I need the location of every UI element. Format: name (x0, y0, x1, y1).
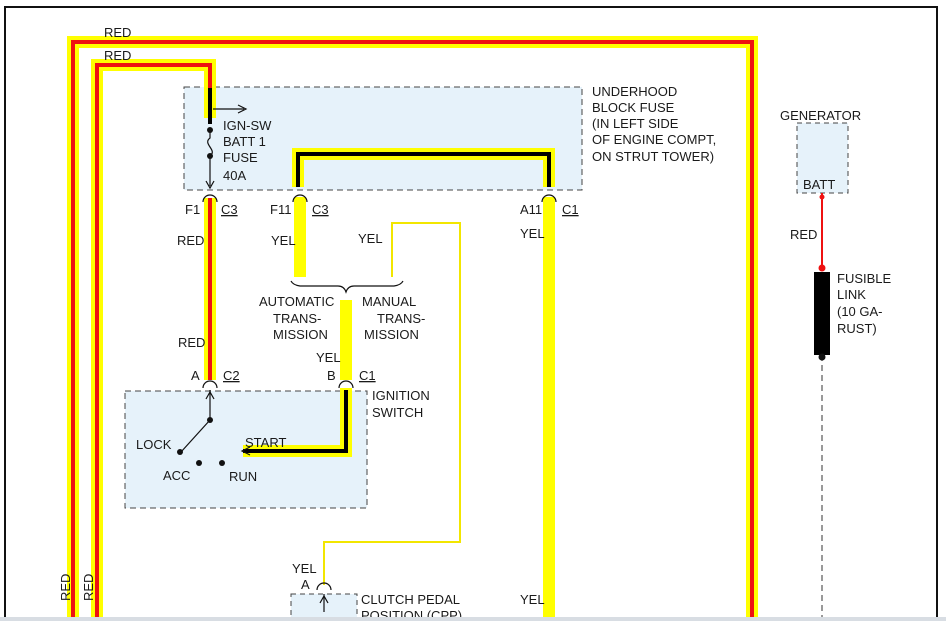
underhood-title-line-1: UNDERHOOD (592, 84, 677, 99)
switch-contact-acc (196, 460, 202, 466)
connector-c2 (202, 380, 218, 389)
switch-blade (180, 419, 211, 453)
switch-pivot (207, 417, 213, 423)
fuse-label-line-1: IGN-SW (223, 118, 272, 133)
label-red-top-1: RED (104, 25, 131, 40)
fusible-link-line-1: FUSIBLE (837, 271, 892, 286)
switch-contact-lock (177, 449, 183, 455)
label-red-top-2: RED (104, 48, 131, 63)
switch-run-label: RUN (229, 469, 257, 484)
pin-a-cpp: A (301, 577, 310, 592)
auto-trans-line-2: TRANS- (273, 311, 321, 326)
generator-red-label: RED (790, 227, 817, 242)
ignition-switch-line-2: SWITCH (372, 405, 423, 420)
red-loop-outer-core (71, 40, 754, 621)
label-yel-4: YEL (316, 350, 341, 365)
auto-trans-line-1: AUTOMATIC (259, 294, 334, 309)
fuse-output-arrow (205, 180, 215, 190)
pin-a: A (191, 368, 200, 383)
underhood-fuse-block (183, 86, 583, 191)
generator-batt-label: BATT (803, 177, 835, 192)
thin-wires (323, 193, 830, 621)
switch-input-arrow (205, 390, 215, 400)
underhood-title-line-5: ON STRUT TOWER) (592, 149, 714, 164)
fuse-bus-black (296, 152, 551, 187)
connector-c1-a: C1 (562, 202, 579, 217)
clutch-pedal-line-1: CLUTCH PEDAL (361, 592, 460, 607)
connector-c2: C2 (223, 368, 240, 383)
label-yel-1: YEL (271, 233, 296, 248)
generator-batt-node (819, 194, 825, 200)
switch-acc-label: ACC (163, 468, 190, 483)
red-loop-inner-core (95, 63, 212, 621)
connector-f11 (292, 194, 308, 203)
pin-a11: A11 (520, 202, 542, 217)
cpp-arrow (319, 594, 329, 604)
underhood-title-line-3: (IN LEFT SIDE (592, 116, 679, 131)
fuse-arrow-head (237, 104, 248, 114)
switch-lock-label: LOCK (136, 437, 172, 452)
fuse-node-1 (207, 127, 213, 133)
connector-symbols (202, 194, 557, 591)
connector-c1-b: C1 (359, 368, 376, 383)
connector-c1 (338, 380, 354, 389)
label-red-vertical-2: RED (81, 574, 96, 601)
fuse-node-2 (207, 153, 213, 159)
connector-a11 (541, 194, 557, 203)
label-red-mid-2: RED (178, 335, 205, 350)
underhood-title-line-2: BLOCK FUSE (592, 100, 675, 115)
cpp-switch-internals (319, 594, 329, 612)
label-red-vertical-1: RED (58, 574, 73, 601)
fusible-link-top-node (818, 264, 826, 272)
connector-c3-b: C3 (312, 202, 329, 217)
start-circuit-black (243, 390, 348, 453)
window-bottom-strip (0, 617, 946, 621)
start-arrow (240, 446, 251, 456)
underhood-title-line-4: OF ENGINE COMPT, (592, 132, 716, 147)
manual-trans-yel-wire (323, 222, 461, 585)
generator-label: GENERATOR (780, 108, 861, 123)
label-yel-cpp: YEL (292, 561, 317, 576)
switch-start-label: START (245, 435, 286, 450)
fusible-link-line-3: (10 GA- (837, 304, 883, 319)
connector-c3-a: C3 (221, 202, 238, 217)
label-yel-2: YEL (358, 231, 383, 246)
pin-f1: F1 (185, 202, 200, 217)
highlight-cores (71, 40, 754, 621)
switch-contact-run (219, 460, 225, 466)
ignition-switch-line-1: IGNITION (372, 388, 430, 403)
fusible-link-bottom-node (818, 353, 826, 361)
label-yel-bottom: YEL (520, 592, 545, 607)
fuse-label-line-2: BATT 1 (223, 134, 266, 149)
transmission-brace (290, 280, 404, 294)
manual-trans-line-2: TRANS- (377, 311, 425, 326)
auto-trans-line-3: MISSION (273, 327, 328, 342)
pin-f11: F11 (270, 202, 291, 217)
manual-trans-line-3: MISSION (364, 327, 419, 342)
fuse-label-line-3: FUSE (223, 150, 258, 165)
fusible-link-line-4: RUST) (837, 321, 877, 336)
ignition-switch-internals (180, 390, 251, 456)
label-yel-3: YEL (520, 226, 545, 241)
fusible-link-line-2: LINK (837, 287, 866, 302)
fuse-label-line-4: 40A (223, 168, 246, 183)
diagram-frame (4, 6, 938, 621)
connector-cpp (316, 582, 332, 591)
manual-trans-line-1: MANUAL (362, 294, 416, 309)
label-red-mid-1: RED (177, 233, 204, 248)
pin-b: B (327, 368, 336, 383)
connector-f1 (202, 194, 218, 203)
